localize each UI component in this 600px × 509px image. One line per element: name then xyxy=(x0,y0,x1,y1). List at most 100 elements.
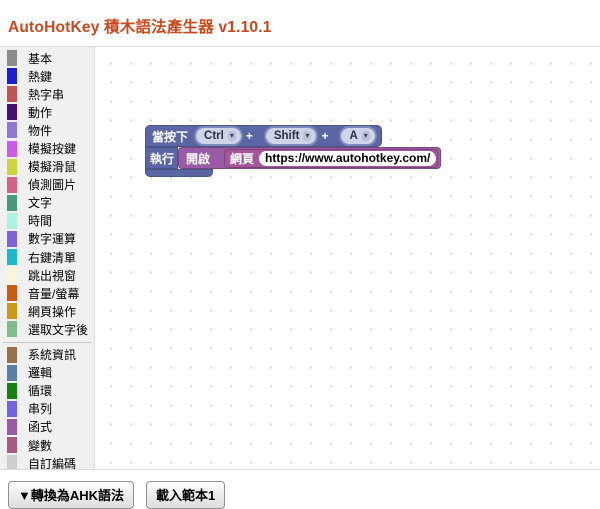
category-color-swatch xyxy=(7,194,17,211)
category-label: 數字運算 xyxy=(28,232,77,247)
toolbox-category-variables[interactable]: 變數 xyxy=(0,436,94,454)
category-label: 偵測圖片 xyxy=(28,178,77,193)
category-label: 音量/螢幕 xyxy=(28,286,80,301)
category-label: 循環 xyxy=(28,384,53,399)
category-color-swatch xyxy=(7,104,17,121)
toolbox-category-hotstring[interactable]: 熱字串 xyxy=(0,85,94,103)
category-color-swatch xyxy=(7,212,17,229)
toolbox-category-time[interactable]: 時間 xyxy=(0,212,94,230)
page-title: AutoHotKey 積木語法產生器 v1.10.1 xyxy=(8,19,272,36)
toolbox-category-custom-code[interactable]: 自訂編碼 xyxy=(0,454,94,469)
key-dropdown-value: Shift xyxy=(273,130,300,142)
category-color-swatch xyxy=(7,303,17,320)
category-color-swatch xyxy=(7,455,17,469)
category-label: 選取文字後 xyxy=(28,322,89,337)
category-color-swatch xyxy=(7,267,17,284)
toolbox-category-image-detect[interactable]: 偵測圖片 xyxy=(0,176,94,194)
toolbox-category-basic[interactable]: 基本 xyxy=(0,49,94,67)
toolbox-category-logic[interactable]: 邏輯 xyxy=(0,364,94,382)
toolbox-category-hotkey[interactable]: 熱鍵 xyxy=(0,67,94,85)
when-pressed-label: 當按下 xyxy=(152,129,189,144)
toolbox-category-volume-screen[interactable]: 音量/螢幕 xyxy=(0,284,94,302)
hotkey-block-body: 執行 開啟 網頁 https://www.autohotkey.com/ xyxy=(145,147,442,169)
category-color-swatch xyxy=(7,230,17,247)
do-label: 執行 xyxy=(150,151,175,166)
category-color-swatch xyxy=(7,68,17,85)
category-label: 模擬按鍵 xyxy=(28,142,77,157)
toolbox-category-lists[interactable]: 串列 xyxy=(0,400,94,418)
do-section: 執行 xyxy=(145,147,178,169)
convert-to-ahk-button[interactable]: ▼轉換為AHK語法 xyxy=(8,481,135,509)
blockly-container: 基本 熱鍵 熱字串 動作 物件 模擬按鍵 xyxy=(0,46,600,470)
webpage-label: 網頁 xyxy=(230,151,255,166)
category-label: 基本 xyxy=(28,51,53,66)
open-block[interactable]: 開啟 網頁 https://www.autohotkey.com/ xyxy=(178,147,442,169)
category-color-swatch xyxy=(7,140,17,157)
hotkey-block-header[interactable]: 當按下 Ctrl ▾ + Shift ▾ + A ▾ xyxy=(145,125,382,147)
category-label: 動作 xyxy=(28,105,53,120)
toolbox: 基本 熱鍵 熱字串 動作 物件 模擬按鍵 xyxy=(0,47,95,469)
toolbox-category-functions[interactable]: 函式 xyxy=(0,418,94,436)
category-label: 模擬滑鼠 xyxy=(28,160,77,175)
toolbox-category-object[interactable]: 物件 xyxy=(0,121,94,139)
key-dropdown-value: Ctrl xyxy=(204,130,224,142)
category-color-swatch xyxy=(7,437,17,454)
open-label: 開啟 xyxy=(186,151,211,166)
category-color-swatch xyxy=(7,418,17,435)
category-color-swatch xyxy=(7,382,17,399)
toolbox-category-sim-keys[interactable]: 模擬按鍵 xyxy=(0,139,94,157)
category-color-swatch xyxy=(7,158,17,175)
hotkey-block-footer xyxy=(145,169,213,177)
toolbox-category-action[interactable]: 動作 xyxy=(0,103,94,121)
hotkey-block[interactable]: 當按下 Ctrl ▾ + Shift ▾ + A ▾ xyxy=(145,125,600,177)
toolbox-category-math[interactable]: 數字運算 xyxy=(0,230,94,248)
category-color-swatch xyxy=(7,400,17,417)
category-color-swatch xyxy=(7,176,17,193)
key-dropdown-ctrl[interactable]: Ctrl ▾ xyxy=(196,128,241,144)
category-label: 變數 xyxy=(28,438,53,453)
toolbox-category-context-menu[interactable]: 右鍵清單 xyxy=(0,248,94,266)
category-label: 跳出視窗 xyxy=(28,268,77,283)
toolbox-category-system-info[interactable]: 系統資訊 xyxy=(0,346,94,364)
category-label: 熱字串 xyxy=(28,87,65,102)
category-color-swatch xyxy=(7,86,17,103)
category-label: 邏輯 xyxy=(28,366,53,381)
category-label: 函式 xyxy=(28,420,53,435)
toolbox-category-text-select[interactable]: 選取文字後 xyxy=(0,320,94,338)
category-color-swatch xyxy=(7,321,17,338)
footer-toolbar: ▼轉換為AHK語法 載入範本1 xyxy=(8,481,226,509)
toolbox-category-web[interactable]: 網頁操作 xyxy=(0,302,94,320)
plus-separator: + xyxy=(321,129,329,143)
category-label: 自訂編碼 xyxy=(28,456,77,469)
url-text-field[interactable]: https://www.autohotkey.com/ xyxy=(259,150,437,166)
key-dropdown-value: A xyxy=(349,130,358,142)
chevron-down-icon: ▾ xyxy=(227,131,236,141)
category-label: 網頁操作 xyxy=(28,304,77,319)
chevron-down-icon: ▾ xyxy=(303,131,312,141)
category-color-swatch xyxy=(7,122,17,139)
webpage-block[interactable]: 網頁 https://www.autohotkey.com/ xyxy=(224,148,439,168)
load-template-button[interactable]: 載入範本1 xyxy=(146,481,226,509)
category-color-swatch xyxy=(7,50,17,67)
toolbox-category-text[interactable]: 文字 xyxy=(0,194,94,212)
toolbox-separator xyxy=(3,341,91,343)
category-label: 串列 xyxy=(28,402,53,417)
chevron-down-icon: ▾ xyxy=(361,131,370,141)
toolbox-category-loops[interactable]: 循環 xyxy=(0,382,94,400)
category-color-swatch xyxy=(7,285,17,302)
category-label: 物件 xyxy=(28,123,53,138)
category-color-swatch xyxy=(7,346,17,363)
category-label: 文字 xyxy=(28,196,53,211)
category-label: 右鍵清單 xyxy=(28,250,77,265)
category-label: 時間 xyxy=(28,214,53,229)
category-label: 熱鍵 xyxy=(28,69,53,84)
category-label: 系統資訊 xyxy=(28,348,77,363)
blockly-workspace[interactable]: 當按下 Ctrl ▾ + Shift ▾ + A ▾ xyxy=(95,47,600,469)
category-color-swatch xyxy=(7,364,17,381)
toolbox-category-sim-mouse[interactable]: 模擬滑鼠 xyxy=(0,158,94,176)
key-dropdown-shift[interactable]: Shift ▾ xyxy=(265,128,317,144)
key-dropdown-letter[interactable]: A ▾ xyxy=(341,128,375,144)
toolbox-category-popup[interactable]: 跳出視窗 xyxy=(0,266,94,284)
plus-separator: + xyxy=(245,129,253,143)
